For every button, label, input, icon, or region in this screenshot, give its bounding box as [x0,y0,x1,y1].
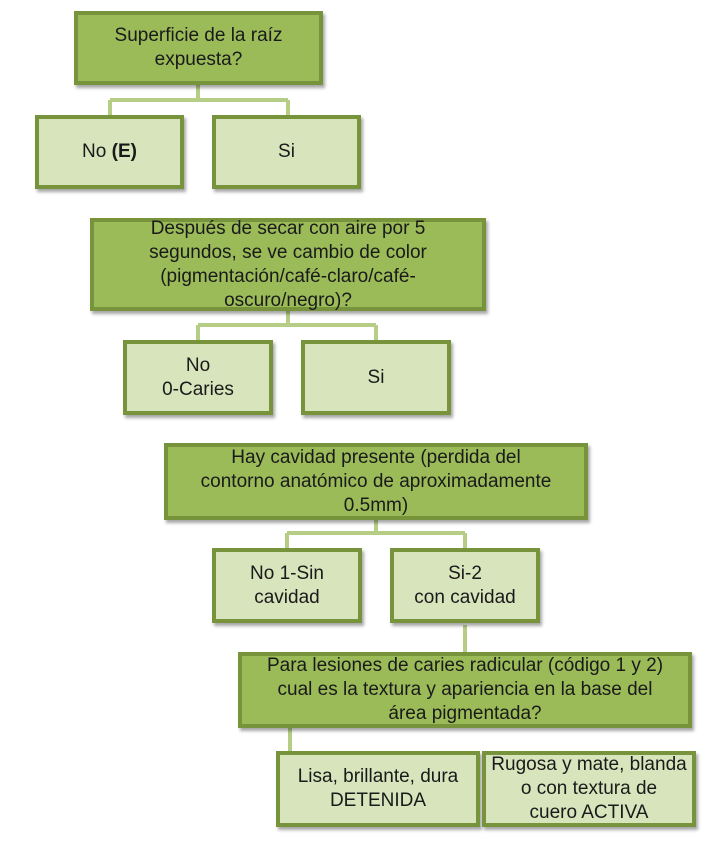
answer-active: Rugosa y mate, blanda o con textura de c… [482,751,696,827]
answer-no-color-change: No 0-Caries [123,340,273,415]
connector-q1 [108,85,290,116]
answer-no-cavity: No 1-Sin cavidad [212,548,362,623]
connector-q2 [196,310,378,341]
question-color-change: Después de secar con aire por 5 segundos… [90,218,486,311]
answer-no-label: No [82,141,107,162]
answer-arrested: Lisa, brillante, dura DETENIDA [276,751,480,827]
question-texture-appearance: Para lesiones de caries radicular (códig… [238,652,692,728]
answer-si-cavity: Si-2 con cavidad [390,548,540,623]
connector-q3 [285,520,467,549]
answer-no-exposed: No (E) [35,115,184,189]
question-root-exposed: Superficie de la raíz expuesta? [74,11,323,85]
answer-no-code: (E) [111,141,137,162]
answer-si-exposed: Si [212,115,361,189]
question-cavity-present: Hay cavidad presente (perdida del contor… [164,443,588,520]
answer-si-color-change: Si [301,340,451,415]
